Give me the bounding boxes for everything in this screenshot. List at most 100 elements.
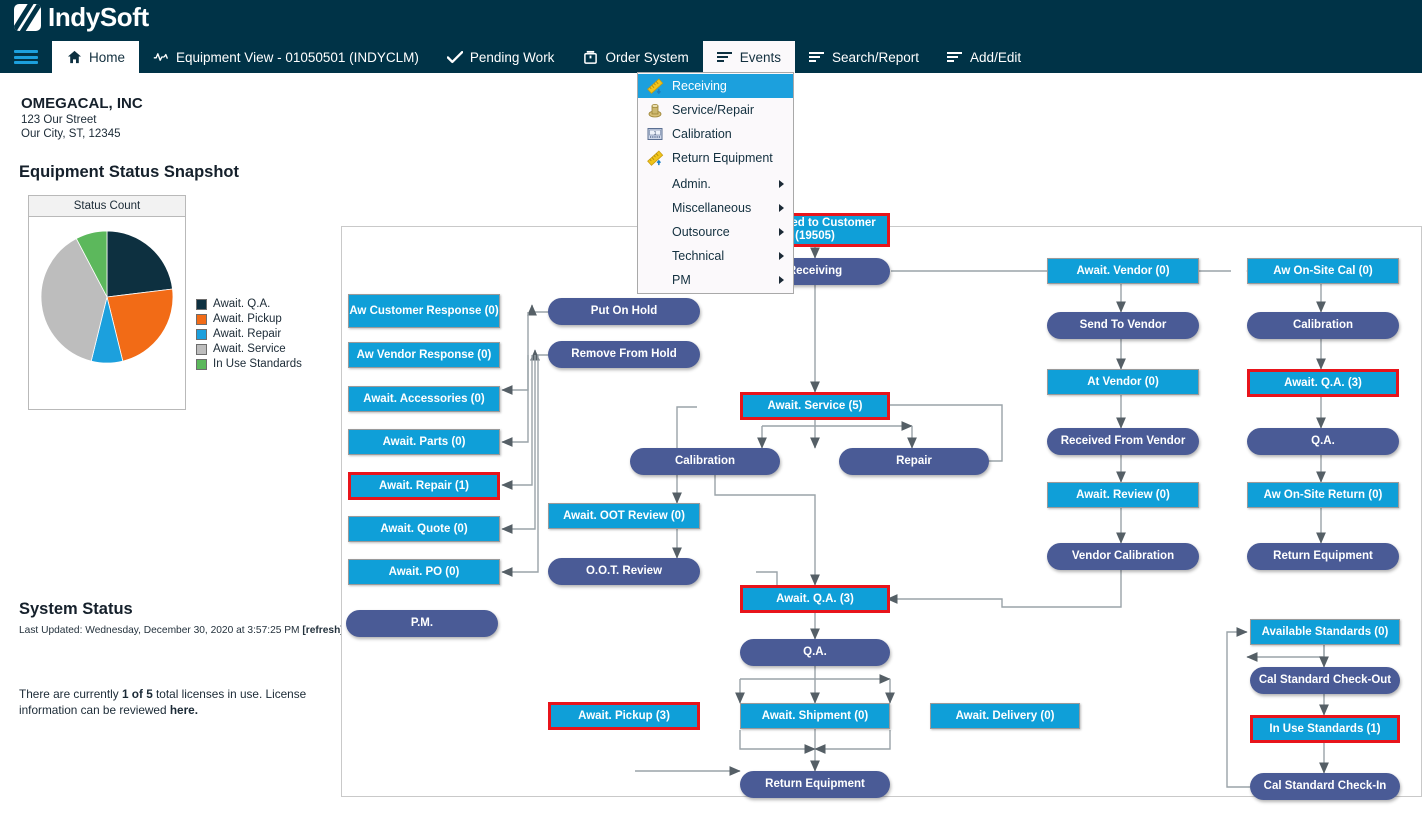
legend-swatch (196, 344, 207, 355)
flow-node-repair-mid[interactable]: Repair (839, 448, 989, 475)
flow-node-await-shipment[interactable]: Await. Shipment (0) (740, 703, 890, 729)
flow-node-await-po[interactable]: Await. PO (0) (348, 559, 500, 585)
list-icon (717, 49, 733, 65)
flow-node-aw-on-site-cal[interactable]: Aw On-Site Cal (0) (1247, 258, 1399, 284)
tab-home[interactable]: Home (52, 41, 139, 73)
flow-node-in-use-standards[interactable]: In Use Standards (1) (1250, 715, 1400, 743)
flow-node-label: Await. PO (0) (389, 566, 460, 579)
tab-equipment-view-label: Equipment View - 01050501 (INDYCLM) (176, 50, 419, 65)
flow-node-label: Available Standards (0) (1262, 626, 1389, 639)
flow-node-put-on-hold[interactable]: Put On Hold (548, 298, 700, 325)
flow-node-return-equipment-right[interactable]: Return Equipment (1247, 543, 1399, 570)
flow-node-oot-review[interactable]: O.O.T. Review (548, 558, 700, 585)
tab-add-edit-label: Add/Edit (970, 50, 1021, 65)
tab-pending-work[interactable]: Pending Work (433, 41, 569, 73)
flow-node-send-to-vendor[interactable]: Send To Vendor (1047, 312, 1199, 339)
flow-node-label: Remove From Hold (571, 348, 676, 361)
flow-node-remove-from-hold[interactable]: Remove From Hold (548, 341, 700, 368)
flow-node-qa-right[interactable]: Q.A. (1247, 428, 1399, 455)
flow-node-vendor-calibration[interactable]: Vendor Calibration (1047, 543, 1199, 570)
menu-item-miscellaneous[interactable]: Miscellaneous (638, 196, 793, 220)
license-here-link[interactable]: here. (170, 703, 198, 717)
menu-item-return-equipment[interactable]: Return Equipment (638, 146, 793, 170)
menu-item-return-equipment-label: Return Equipment (670, 151, 773, 165)
flow-node-await-accessories[interactable]: Await. Accessories (0) (348, 386, 500, 412)
flow-node-await-qa-mid[interactable]: Await. Q.A. (3) (740, 585, 890, 613)
flow-node-calibration-mid[interactable]: Calibration (630, 448, 780, 475)
flow-node-await-parts[interactable]: Await. Parts (0) (348, 429, 500, 455)
tab-search-report[interactable]: Search/Report (795, 41, 933, 73)
menu-item-receiving[interactable]: Receiving (638, 74, 793, 98)
legend-item: Await. Q.A. (196, 298, 302, 310)
flow-node-qa-mid[interactable]: Q.A. (740, 639, 890, 666)
flow-node-aw-on-site-return[interactable]: Aw On-Site Return (0) (1247, 482, 1399, 508)
flow-node-label: Return Equipment (1273, 550, 1373, 563)
tab-order-system[interactable]: Order System (568, 41, 702, 73)
legend-swatch (196, 329, 207, 340)
flow-node-cal-standard-check-in[interactable]: Cal Standard Check-In (1250, 773, 1400, 800)
menu-item-calibration[interactable]: 1 Calibration (638, 122, 793, 146)
flow-node-received-from-vendor[interactable]: Received From Vendor (1047, 428, 1199, 455)
flow-node-calibration-right[interactable]: Calibration (1247, 312, 1399, 339)
events-dropdown-menu: Receiving Service/Repair 1 Calibration R… (637, 72, 794, 294)
flow-node-await-review[interactable]: Await. Review (0) (1047, 482, 1199, 508)
menu-item-technical-label: Technical (670, 249, 724, 263)
workflow-diagram: Returned to Customer (19505)ReceivingAw … (341, 226, 1422, 797)
system-status-last-updated: Last Updated: Wednesday, December 30, 20… (19, 625, 344, 636)
hamburger-icon[interactable] (14, 48, 38, 66)
tab-equipment-view[interactable]: Equipment View - 01050501 (INDYCLM) (139, 41, 433, 73)
menu-item-technical[interactable]: Technical (638, 244, 793, 268)
flow-node-await-quote[interactable]: Await. Quote (0) (348, 516, 500, 542)
flow-node-label: In Use Standards (1) (1269, 723, 1380, 736)
menu-item-pm[interactable]: PM (638, 268, 793, 292)
brand-name: IndySoft (48, 4, 149, 31)
flow-node-await-qa-right[interactable]: Await. Q.A. (3) (1247, 369, 1399, 397)
refresh-link[interactable]: [refresh] (302, 625, 343, 636)
tab-home-label: Home (89, 50, 125, 65)
flow-node-label: Await. OOT Review (0) (563, 510, 685, 523)
flow-node-label: P.M. (411, 617, 433, 630)
flow-node-label: Await. Quote (0) (380, 523, 467, 536)
flow-node-await-vendor[interactable]: Await. Vendor (0) (1047, 258, 1199, 284)
legend-item: In Use Standards (196, 358, 302, 370)
flow-node-label: Receiving (788, 265, 842, 278)
flow-node-label: Await. Repair (1) (379, 480, 469, 493)
flow-node-available-standards[interactable]: Available Standards (0) (1250, 619, 1400, 645)
legend-label: Await. Q.A. (213, 298, 270, 310)
tab-add-edit[interactable]: Add/Edit (933, 41, 1035, 73)
legend-swatch (196, 314, 207, 325)
legend-item: Await. Pickup (196, 313, 302, 325)
pie-slice (107, 231, 173, 297)
menu-item-service-repair[interactable]: Service/Repair (638, 98, 793, 122)
menu-item-miscellaneous-label: Miscellaneous (670, 201, 751, 215)
check-icon (447, 49, 463, 65)
menu-item-outsource-label: Outsource (670, 225, 730, 239)
menu-item-admin[interactable]: Admin. (638, 172, 793, 196)
tab-pending-work-label: Pending Work (470, 50, 555, 65)
flow-node-aw-vendor-response[interactable]: Aw Vendor Response (0) (348, 342, 500, 368)
flow-node-return-equipment-mid[interactable]: Return Equipment (740, 771, 890, 798)
menu-item-receiving-label: Receiving (670, 79, 727, 93)
flow-node-label: Aw Customer Response (0) (349, 305, 498, 318)
flow-node-label: Put On Hold (591, 305, 657, 318)
flow-node-at-vendor[interactable]: At Vendor (0) (1047, 369, 1199, 395)
tab-order-system-label: Order System (605, 50, 688, 65)
pulse-icon (153, 49, 169, 65)
flow-node-await-pickup[interactable]: Await. Pickup (3) (548, 702, 700, 730)
legend-swatch (196, 299, 207, 310)
chevron-right-icon (779, 252, 784, 260)
legend-label: Await. Pickup (213, 313, 282, 325)
flow-node-aw-customer-response[interactable]: Aw Customer Response (0) (348, 294, 500, 328)
flow-node-pm[interactable]: P.M. (346, 610, 498, 637)
menu-item-service-repair-label: Service/Repair (670, 103, 754, 117)
flow-node-await-oot-review[interactable]: Await. OOT Review (0) (548, 503, 700, 529)
company-address-line1: 123 Our Street (21, 114, 96, 126)
flow-node-await-delivery[interactable]: Await. Delivery (0) (930, 703, 1080, 729)
flow-node-cal-standard-check-out[interactable]: Cal Standard Check-Out (1250, 667, 1400, 694)
menu-item-outsource[interactable]: Outsource (638, 220, 793, 244)
flow-node-label: Received From Vendor (1061, 435, 1186, 448)
tab-events[interactable]: Events (703, 41, 795, 73)
flow-node-await-service[interactable]: Await. Service (5) (740, 392, 890, 420)
flow-node-await-repair[interactable]: Await. Repair (1) (348, 472, 500, 500)
flow-node-label: Await. Shipment (0) (762, 710, 869, 723)
